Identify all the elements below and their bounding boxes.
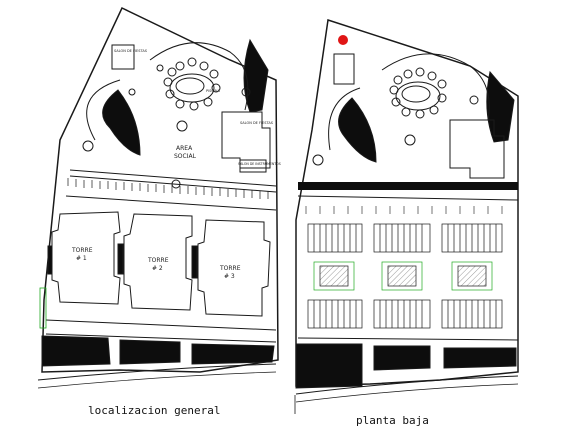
salon-building	[221, 111, 271, 169]
label-area: AREA	[176, 145, 193, 152]
road-dark-band	[298, 182, 518, 190]
label-instrumentos: SALON DE INSTRUMENTOS	[238, 162, 281, 166]
parking-stalls-top	[67, 178, 269, 199]
tower-2	[123, 213, 193, 311]
tower-3	[197, 219, 271, 317]
label-piscina: PISCINA	[206, 89, 220, 93]
caption-left: localizacion general	[88, 404, 221, 417]
dark-lawn-left-r	[338, 97, 377, 163]
tree-ring	[82, 57, 251, 189]
street-edge	[37, 363, 277, 381]
tower-1-number: # 1	[76, 255, 87, 262]
plan-left	[37, 6, 279, 389]
site-boundary-right	[295, 19, 519, 387]
dark-lawn-right	[243, 38, 269, 113]
north-marker	[338, 35, 348, 45]
dark-block-2	[119, 339, 181, 365]
parking-module-3	[441, 223, 503, 329]
label-small-1: SALON DE FIESTAS	[114, 49, 148, 53]
social-area	[82, 38, 271, 189]
plan-right	[295, 19, 519, 403]
tower-3-word: TORRE	[219, 265, 241, 272]
tower-3-number: # 3	[224, 273, 235, 280]
tower-1-word: TORRE	[71, 247, 93, 254]
dark-lawn-left	[102, 89, 141, 156]
parking-module-2	[373, 223, 431, 329]
tower-2-number: # 2	[152, 265, 163, 272]
dark-lawn-right-r	[486, 70, 515, 143]
dark-block-1	[41, 335, 111, 367]
label-salon: SALON DE FIESTAS	[240, 121, 274, 125]
label-social: SOCIAL	[174, 153, 197, 160]
site-boundary	[41, 6, 279, 373]
dark-block-3	[191, 343, 275, 365]
parking-module-1	[307, 223, 363, 329]
plan-left-labels: SALON DE FIESTAS SALON DE FIESTAS SALON …	[71, 49, 281, 280]
tower-1	[51, 211, 121, 305]
caption-right: planta baja	[356, 414, 429, 427]
tower-2-word: TORRE	[147, 257, 169, 264]
